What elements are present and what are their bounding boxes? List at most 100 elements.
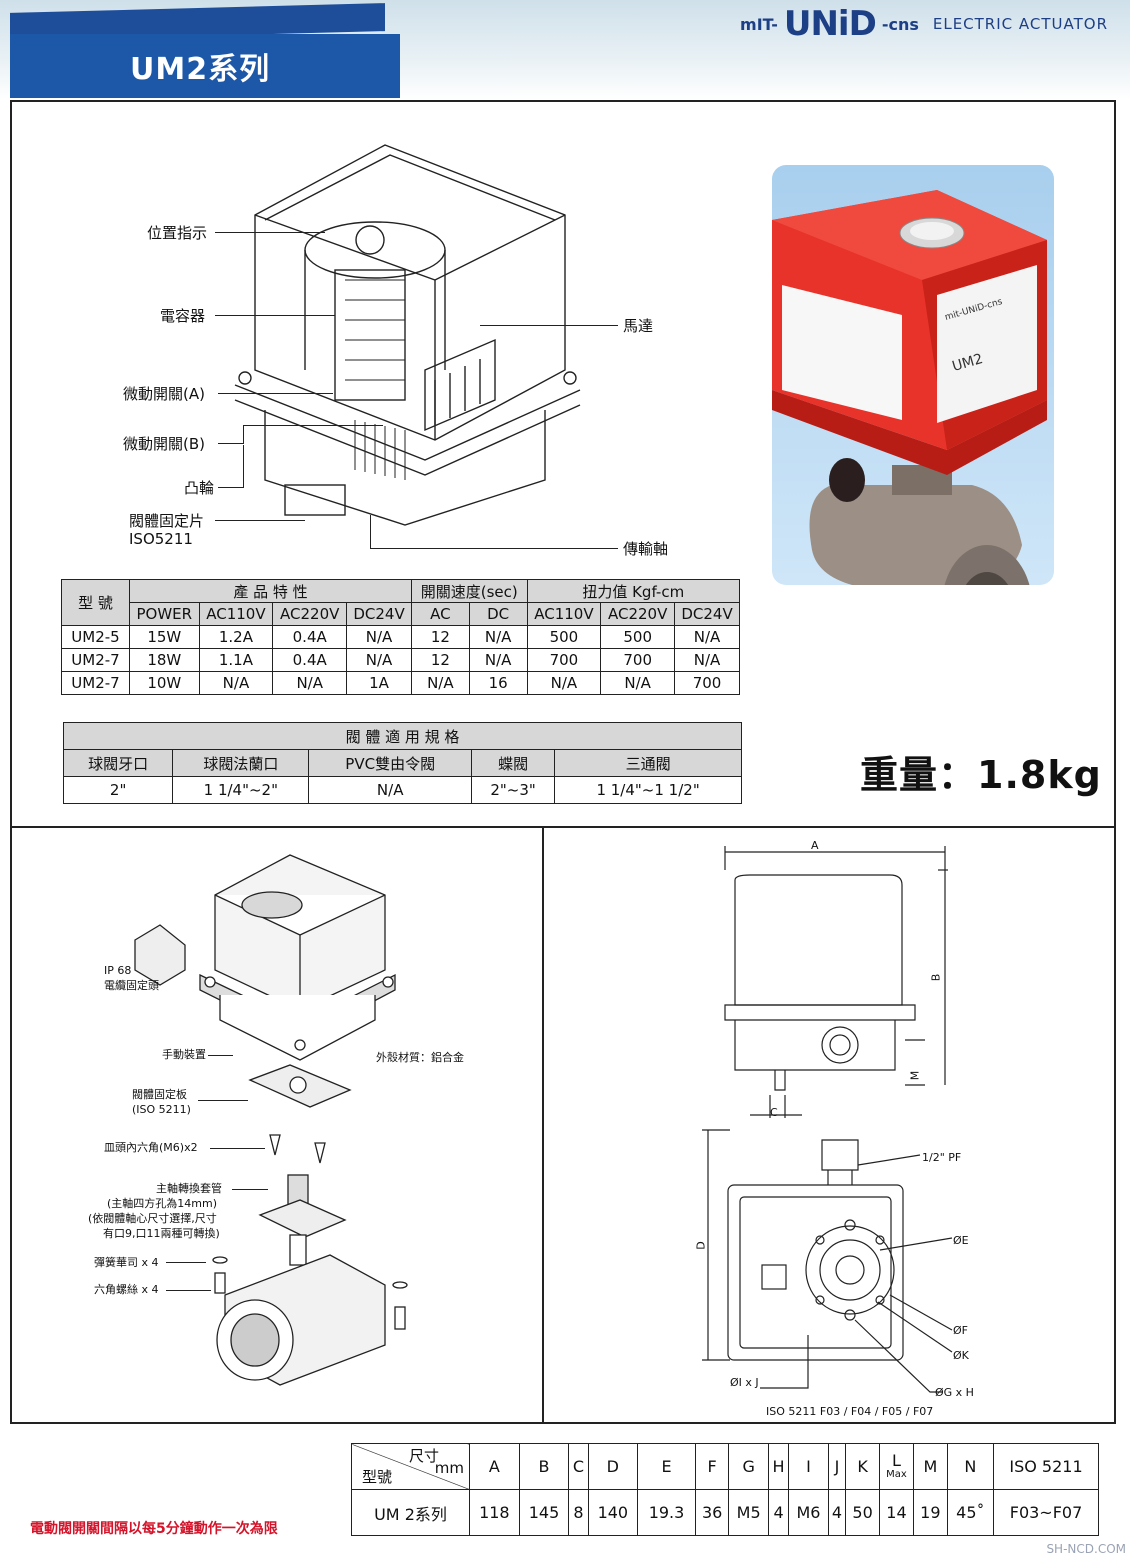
table-row: UM2-7 18W 1.1A 0.4A N/A 12 N/A 700 700 N… (61, 648, 740, 672)
dim-value: 36 (694, 1489, 730, 1536)
valve-value: 2" (62, 776, 174, 804)
spec-subheader: AC (410, 602, 470, 626)
spec-cell: N/A (272, 671, 348, 695)
operation-interval-note: 電動閥開關間隔以每5分鐘動作一次為限 (30, 1521, 278, 1537)
leader-line (218, 487, 243, 488)
dimension-table: 尺寸 mm 型號 A B C D E F G H I J K L Max M N… (351, 1443, 1099, 1536)
dim-value: 50 (845, 1489, 880, 1536)
leader-line (243, 425, 244, 444)
dim-header: J (827, 1443, 847, 1490)
spec-header-speed: 開關速度(sec) (410, 579, 528, 603)
spec-subheader: AC110V (198, 602, 274, 626)
leader-line (243, 445, 244, 488)
spec-cell: 500 (526, 625, 602, 649)
spec-header-model: 型 號 (61, 579, 130, 626)
dim-value: 118 (469, 1489, 520, 1536)
actuator-photo-illustration (772, 190, 1047, 585)
dim-corner-cell: 尺寸 mm 型號 (351, 1443, 470, 1490)
label-micro-switch-b: 微動開關(B) (123, 435, 205, 453)
spec-cell: N/A (526, 671, 602, 695)
dimension-drawing (702, 846, 953, 1393)
dim-header: ISO 5211 (993, 1443, 1099, 1490)
label-shaft-sleeve-note-1: (主軸四方孔為14mm) (107, 1197, 218, 1210)
product-photo: mit-UNiD-cns UM2 (772, 165, 1054, 585)
table-row: UM2-7 10W N/A N/A 1A N/A 16 N/A N/A 700 (61, 671, 740, 695)
dim-label-b: B (929, 973, 943, 982)
spec-cell: N/A (346, 625, 412, 649)
label-motor: 馬達 (623, 317, 654, 335)
dim-header: I (788, 1443, 829, 1490)
valve-value: 1 1/4"~1 1/2" (554, 776, 742, 804)
dim-header: B (518, 1443, 570, 1490)
dim-header-l-letter: L (892, 1450, 901, 1470)
dim-header: F (694, 1443, 730, 1490)
dim-label-c: C (770, 1106, 778, 1119)
brand-logo: mIT- UNiD -cns ELECTRIC ACTUATOR (740, 4, 1108, 44)
leader-line (243, 425, 383, 426)
leader-line (480, 325, 618, 326)
label-mount-plate: 閥體固定板 (132, 1088, 187, 1101)
leader-line (215, 520, 305, 521)
dim-header: K (845, 1443, 880, 1490)
dimension-panel (542, 826, 1116, 1424)
dim-header-l: L Max (878, 1443, 915, 1490)
label-spring-washer: 彈簧華司 x 4 (94, 1256, 159, 1269)
dim-label-gh: ØG x H (935, 1386, 974, 1399)
brand-subtitle: ELECTRIC ACTUATOR (932, 15, 1108, 33)
spec-cell: 700 (674, 671, 740, 695)
leader-line (166, 1290, 211, 1291)
valve-value: N/A (308, 776, 472, 804)
leader-line (215, 315, 335, 316)
dim-value: F03~F07 (993, 1489, 1099, 1536)
dim-label-ij: ØI x J (730, 1376, 759, 1389)
dim-label-f: ØF (953, 1324, 968, 1337)
spec-table: 型 號 產 品 特 性 開關速度(sec) 扭力值 Kgf-cm POWER A… (61, 579, 741, 695)
dim-value: 145 (518, 1489, 570, 1536)
dim-label-pf: 1/2" PF (922, 1151, 962, 1164)
spec-cell: N/A (674, 648, 740, 672)
leader-line (210, 1148, 265, 1149)
label-drive-shaft: 傳輸軸 (623, 540, 669, 558)
dim-corner-unit: mm (434, 1459, 464, 1477)
series-title: UM2系列 (10, 34, 400, 98)
spec-cell: N/A (198, 671, 274, 695)
spec-cell: 18W (129, 648, 200, 672)
exploded-view-illustration (134, 854, 408, 1386)
spec-cell: 0.4A (272, 648, 348, 672)
spec-cell: 1A (346, 671, 412, 695)
dim-corner-top: 尺寸 (408, 1447, 439, 1465)
valve-value: 1 1/4"~2" (172, 776, 310, 804)
valve-value: 2"~3" (470, 776, 556, 804)
dim-header-l-max: Max (886, 1468, 907, 1480)
label-manual-override: 手動裝置 (162, 1048, 206, 1061)
leader-line (198, 1100, 248, 1101)
spec-cell: N/A (468, 648, 528, 672)
dim-value: 8 (568, 1489, 589, 1536)
spec-header-product: 產 品 特 性 (129, 579, 412, 603)
dim-header: N (946, 1443, 995, 1490)
dim-header: H (767, 1443, 790, 1490)
weight-label: 重量：1.8kg (860, 753, 1102, 797)
brand-mit: mIT- (740, 14, 778, 34)
spec-header-torque: 扭力值 Kgf-cm (526, 579, 741, 603)
label-iso5211: ISO5211 (129, 530, 193, 548)
label-cable-gland: 電纜固定頭 (104, 979, 159, 992)
watermark: SH-NCD.COM (1046, 1542, 1126, 1556)
label-ip68: IP 68 (104, 964, 132, 977)
valve-table-title: 閥 體 適 用 規 格 (63, 722, 742, 750)
valve-header: PVC雙由令閥 (308, 749, 472, 777)
dim-value: 140 (587, 1489, 639, 1536)
leader-line (208, 1055, 233, 1056)
leader-line (218, 443, 243, 444)
spec-cell: N/A (410, 671, 470, 695)
brand-unid: UNiD (783, 4, 877, 44)
label-valve-mount-plate: 閥體固定片 (129, 512, 205, 530)
spec-subheader: AC220V (600, 602, 676, 626)
spec-cell: 15W (129, 625, 200, 649)
spec-subheader: DC24V (674, 602, 740, 626)
spec-cell: 500 (600, 625, 676, 649)
dim-value: 19.3 (637, 1489, 696, 1536)
dim-value: 45˚ (946, 1489, 995, 1536)
dim-label-k: ØK (953, 1349, 969, 1362)
spec-cell: UM2-5 (61, 625, 130, 649)
